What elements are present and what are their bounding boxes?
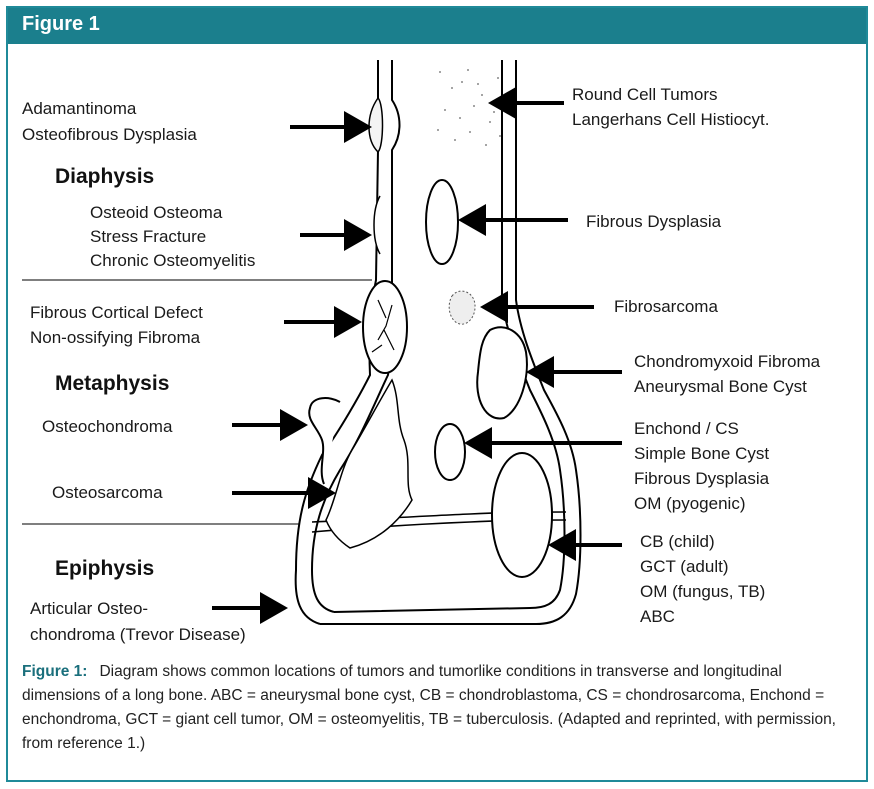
label-aneurysmal-bone-cyst: Aneurysmal Bone Cyst [634,377,807,396]
section-diaphysis: Diaphysis [55,165,154,188]
label-chronic-osteomyelitis: Chronic Osteomyelitis [90,251,255,270]
label-cb-child: CB (child) [640,532,715,551]
caption-text: Diagram shows common locations of tumors… [22,663,836,752]
section-metaphysis: Metaphysis [55,372,169,395]
label-fibrous-cortical-defect: Fibrous Cortical Defect [30,303,203,322]
label-langerhans: Langerhans Cell Histiocyt. [572,110,769,129]
label-om-pyogenic: OM (pyogenic) [634,494,745,513]
label-fibrous-dysplasia-right: Fibrous Dysplasia [586,212,722,231]
label-fibrosarcoma: Fibrosarcoma [614,297,718,316]
figure-caption: Figure 1:Diagram shows common locations … [22,660,842,756]
label-osteosarcoma: Osteosarcoma [52,483,163,502]
label-gct-adult: GCT (adult) [640,557,729,576]
label-osteoid-osteoma: Osteoid Osteoma [90,203,223,222]
label-simple-bone-cyst: Simple Bone Cyst [634,444,769,463]
chondromyxoid-fibroma-lesion [477,327,527,418]
label-fibrous-dysplasia-meta: Fibrous Dysplasia [634,469,770,488]
label-round-cell-tumors: Round Cell Tumors [572,85,718,104]
simple-bone-cyst-lesion [435,424,465,480]
bone-diagram: Diaphysis Metaphysis Epiphysis Adamantin… [0,0,874,660]
epiphyseal-lesion [492,453,552,577]
fibrosarcoma-lesion [449,291,475,324]
label-om-fungus-tb: OM (fungus, TB) [640,582,765,601]
label-osteochondroma: Osteochondroma [42,417,173,436]
label-enchond-cs: Enchond / CS [634,419,739,438]
label-stress-fracture: Stress Fracture [90,227,206,246]
medullary-speckle [437,69,506,146]
label-osteofibrous-dysplasia: Osteofibrous Dysplasia [22,125,197,144]
fibrous-dysplasia-lesion [426,180,458,264]
section-epiphysis: Epiphysis [55,557,154,580]
label-adamantinoma: Adamantinoma [22,99,137,118]
osteoid-osteoma-lesion [374,196,380,254]
label-non-ossifying-fibroma: Non-ossifying Fibroma [30,328,201,347]
label-chondroma-trevor: chondroma (Trevor Disease) [30,625,246,644]
label-chondromyxoid-fibroma: Chondromyxoid Fibroma [634,352,821,371]
adamantinoma-lesion [369,98,383,152]
label-articular-osteo: Articular Osteo- [30,599,148,618]
caption-label: Figure 1: [22,663,87,680]
label-abc: ABC [640,607,675,626]
